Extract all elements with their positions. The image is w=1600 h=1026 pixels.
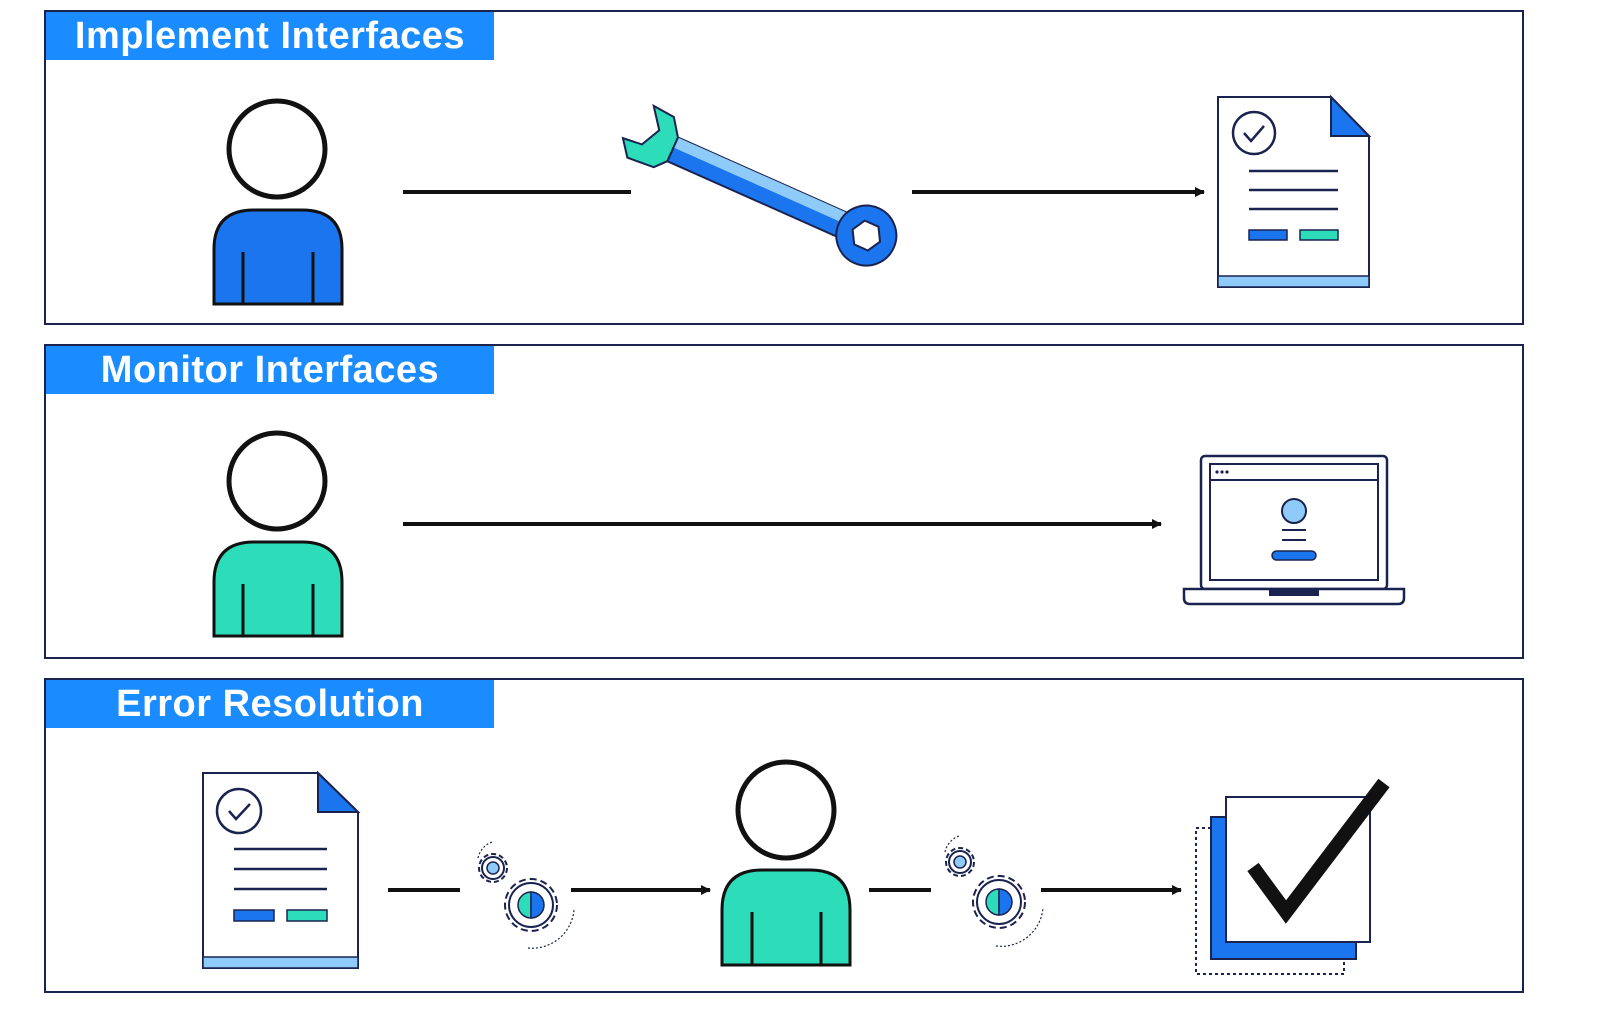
laptop-profile-icon — [1182, 454, 1406, 606]
document-check-icon — [1217, 94, 1372, 288]
panel-title: Monitor Interfaces — [46, 346, 494, 394]
wrench-icon — [621, 103, 898, 267]
panel-title: Error Resolution — [46, 680, 494, 728]
user-blue-icon — [212, 98, 344, 306]
document-check-icon — [202, 770, 361, 969]
panel-monitor-interfaces: Monitor Interfaces — [44, 344, 1524, 659]
gears-icon — [944, 835, 1044, 947]
panel-error-resolution: Error Resolution — [44, 678, 1524, 993]
user-teal-icon — [212, 430, 344, 638]
panel-title: Implement Interfaces — [46, 12, 494, 60]
user-teal-icon — [720, 759, 852, 967]
panel-implement-interfaces: Implement Interfaces — [44, 10, 1524, 325]
checkbox-checked-icon — [1195, 778, 1390, 975]
gears-icon — [477, 841, 575, 949]
